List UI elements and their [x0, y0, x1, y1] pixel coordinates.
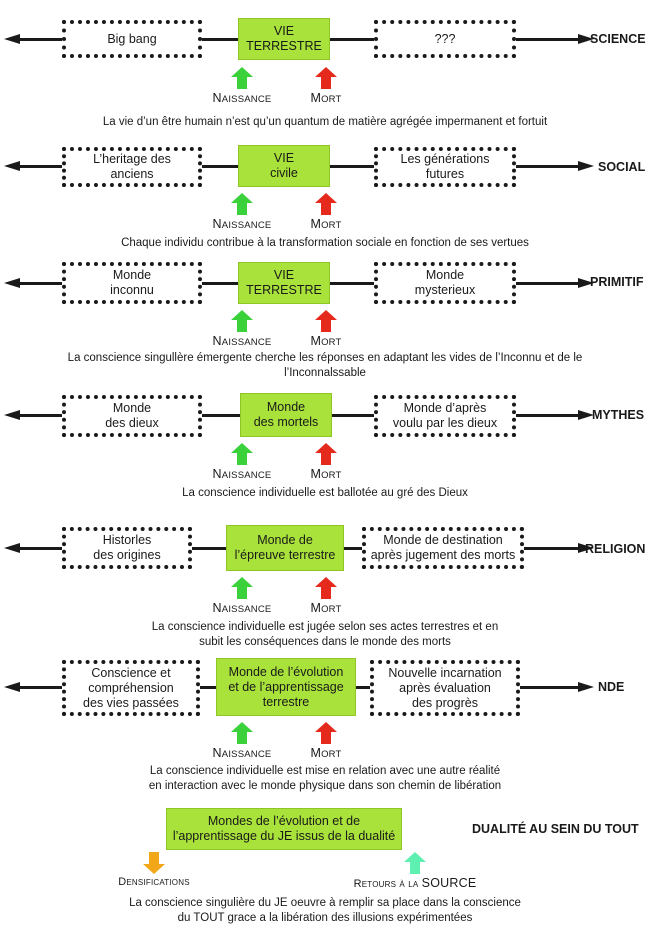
- arrow-right-icon: [578, 278, 594, 288]
- arrow-left-icon: [4, 682, 20, 692]
- up-arrow-red-icon: [315, 722, 337, 744]
- left-box: Historles des origines: [62, 527, 192, 569]
- middle-box: Monde des mortels: [240, 393, 332, 437]
- row-label: PRIMITIF: [590, 275, 644, 289]
- up-arrow-green-icon: [231, 443, 253, 465]
- densification-label: Densifications: [118, 876, 190, 888]
- left-box: Monde des dieux: [62, 395, 202, 437]
- up-arrow-red-icon: [315, 67, 337, 89]
- row-label: RELIGION: [585, 542, 646, 556]
- left-box: Conscience et compréhension des vies pas…: [62, 660, 200, 716]
- arrow-right-icon: [578, 410, 594, 420]
- final-box: Mondes de l’évolution et de l’apprentiss…: [166, 808, 402, 850]
- up-arrow-green-icon: [231, 722, 253, 744]
- arrow-right-icon: [578, 543, 594, 553]
- death-label: MORT: [310, 217, 342, 231]
- death-label: MORT: [310, 746, 342, 760]
- final-caption: La conscience singulière du JE oeuvre à …: [129, 897, 521, 924]
- arrow-left-icon: [4, 410, 20, 420]
- birth-label: NAISSANCE: [212, 334, 272, 348]
- source-marker: Retours à la SOURCE: [340, 852, 490, 890]
- row-caption: La vie d’un être humain n’est qu’un quan…: [102, 116, 548, 128]
- right-box: Nouvelle incarnation après évaluation de…: [370, 660, 520, 716]
- row-label: SCIENCE: [590, 32, 646, 46]
- arrow-right-icon: [578, 34, 594, 44]
- middle-box: VIE TERRESTRE: [238, 262, 330, 304]
- arrow-left-icon: [4, 161, 20, 171]
- death-label: MORT: [310, 91, 342, 105]
- birth-label: NAISSANCE: [212, 467, 272, 481]
- birth-marker: NAISSANCE: [202, 722, 282, 760]
- death-marker: MORT: [286, 67, 366, 105]
- arrow-left-icon: [4, 278, 20, 288]
- left-box: L’heritage des anciens: [62, 147, 202, 187]
- left-box: Monde inconnu: [62, 262, 202, 304]
- right-box: ???: [374, 20, 516, 58]
- arrow-right-icon: [578, 161, 594, 171]
- middle-box: Monde de l’évolution et de l’apprentissa…: [216, 658, 356, 716]
- death-marker: MORT: [286, 443, 366, 481]
- source-label-suffix: SOURCE: [421, 876, 477, 890]
- birth-marker: NAISSANCE: [202, 310, 282, 348]
- source-label-prefix: Retours à la: [353, 878, 419, 890]
- row-caption: La conscience individuelle est jugée sel…: [151, 621, 499, 648]
- right-box: Monde de destination après jugement des …: [362, 527, 524, 569]
- left-box: Big bang: [62, 20, 202, 58]
- arrow-left-icon: [4, 543, 20, 553]
- right-box: Monde mysterieux: [374, 262, 516, 304]
- densification-marker: Densifications: [104, 852, 204, 888]
- up-arrow-green-icon: [231, 67, 253, 89]
- death-marker: MORT: [286, 577, 366, 615]
- death-label: MORT: [310, 334, 342, 348]
- birth-marker: NAISSANCE: [202, 67, 282, 105]
- birth-label: NAISSANCE: [212, 91, 272, 105]
- birth-label: NAISSANCE: [212, 746, 272, 760]
- up-arrow-green-icon: [231, 193, 253, 215]
- up-arrow-red-icon: [315, 443, 337, 465]
- birth-marker: NAISSANCE: [202, 443, 282, 481]
- middle-box: VIE TERRESTRE: [238, 18, 330, 60]
- birth-label: NAISSANCE: [212, 217, 272, 231]
- up-arrow-green-icon: [231, 577, 253, 599]
- birth-marker: NAISSANCE: [202, 577, 282, 615]
- right-box: Monde d’après voulu par les dieux: [374, 395, 516, 437]
- source-label: Retours à la SOURCE: [340, 876, 490, 890]
- row-caption: La conscience singullère émergente cherc…: [67, 352, 583, 379]
- down-arrow-orange-icon: [143, 852, 165, 874]
- middle-box: VIE civile: [238, 145, 330, 187]
- up-arrow-red-icon: [315, 577, 337, 599]
- row-caption: La conscience individuelle est mise en r…: [148, 765, 502, 792]
- death-label: MORT: [310, 601, 342, 615]
- death-marker: MORT: [286, 310, 366, 348]
- death-label: MORT: [310, 467, 342, 481]
- row-caption: La conscience individuelle est ballotée …: [182, 487, 468, 499]
- arrow-right-icon: [578, 682, 594, 692]
- up-arrow-red-icon: [315, 310, 337, 332]
- final-label: DUALITÉ AU SEIN DU TOUT: [472, 822, 639, 836]
- birth-label: NAISSANCE: [212, 601, 272, 615]
- middle-box: Monde de l’épreuve terrestre: [226, 525, 344, 571]
- row-label: MYTHES: [592, 408, 645, 422]
- right-box: Les générations futures: [374, 147, 516, 187]
- row-label: NDE: [598, 680, 625, 694]
- up-arrow-teal-icon: [404, 852, 426, 874]
- death-marker: MORT: [286, 722, 366, 760]
- row-caption: Chaque individu contribue à la transform…: [121, 237, 529, 249]
- birth-marker: NAISSANCE: [202, 193, 282, 231]
- up-arrow-green-icon: [231, 310, 253, 332]
- death-marker: MORT: [286, 193, 366, 231]
- arrow-left-icon: [4, 34, 20, 44]
- row-label: SOCIAL: [598, 160, 646, 174]
- up-arrow-red-icon: [315, 193, 337, 215]
